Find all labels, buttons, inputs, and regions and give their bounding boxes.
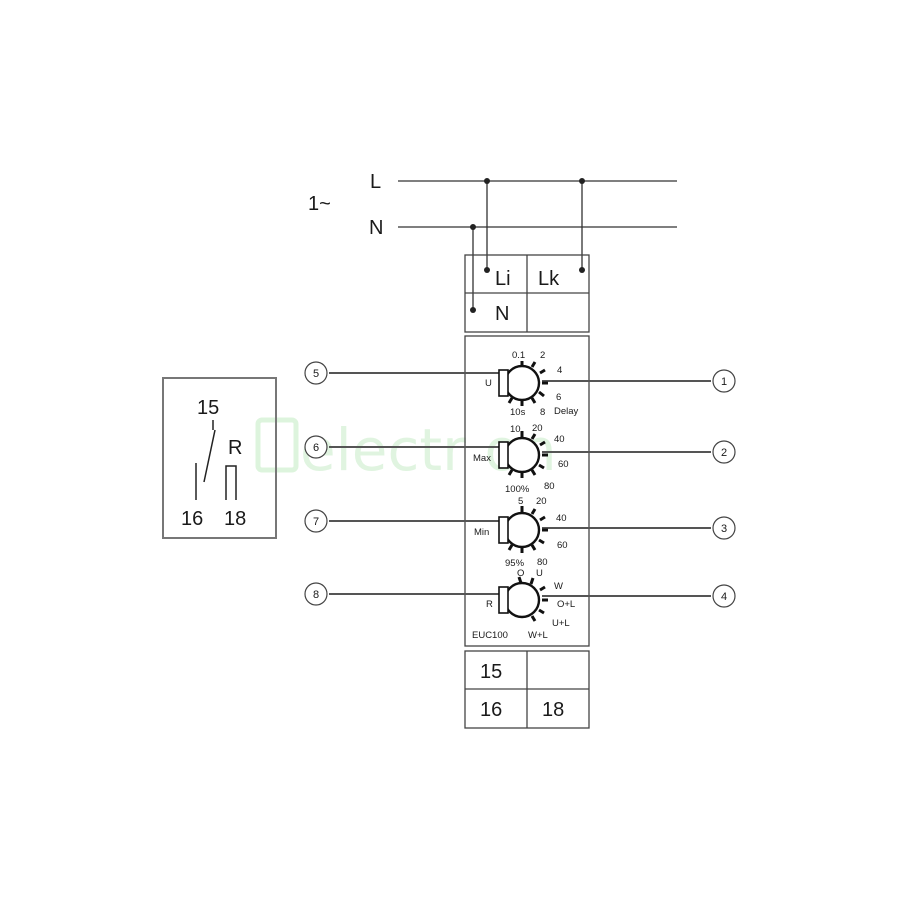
callout-3: 3 xyxy=(712,516,736,540)
knob-delay-2: 2 xyxy=(540,350,545,361)
junction-dots xyxy=(470,178,585,313)
relay-18: 18 xyxy=(224,508,246,530)
knob-max-10: 10 xyxy=(510,424,521,435)
knob-delay-10s: 10s xyxy=(510,407,526,418)
knob-min-80: 80 xyxy=(537,557,548,568)
knob-min-60: 60 xyxy=(557,540,568,551)
knob-delay[interactable] xyxy=(498,361,548,406)
relay-15: 15 xyxy=(197,397,219,419)
callouts: 5 6 7 8 1 2 3 4 xyxy=(304,361,736,608)
terminal-18: 18 xyxy=(542,699,564,721)
knob-mode-o: O xyxy=(517,568,524,579)
callout-8: 8 xyxy=(304,582,328,606)
terminal-n: N xyxy=(495,303,509,325)
callout-1: 1 xyxy=(712,369,736,393)
svg-text:8: 8 xyxy=(313,589,319,601)
svg-text:2: 2 xyxy=(721,447,727,459)
phase-label: 1~ xyxy=(308,193,331,215)
supply-lines xyxy=(398,180,677,310)
knob-delay-6: 6 xyxy=(556,392,561,403)
knob-mode-ol: O+L xyxy=(557,599,575,610)
knob-max[interactable] xyxy=(498,431,548,478)
callout-2: 2 xyxy=(712,440,736,464)
terminal-15: 15 xyxy=(480,661,502,683)
knob-max-40: 40 xyxy=(554,434,565,445)
knob-min-40: 40 xyxy=(556,513,567,524)
knob-max-100: 100% xyxy=(505,484,530,495)
knob-mode[interactable] xyxy=(498,576,548,622)
knob-delay-4: 4 xyxy=(557,365,562,376)
knob-min-side: Min xyxy=(474,527,489,538)
knob-min-ticks xyxy=(507,506,548,553)
front-panel xyxy=(464,335,590,647)
knob-max-ticks xyxy=(507,431,548,478)
svg-text:1: 1 xyxy=(721,376,727,388)
svg-text:5: 5 xyxy=(313,368,319,380)
knob-max-60: 60 xyxy=(558,459,569,470)
knob-min[interactable] xyxy=(498,506,548,553)
terminal-li: Li xyxy=(495,268,511,290)
knob-mode-wl: W+L xyxy=(528,630,548,641)
knob-max-side: Max xyxy=(473,453,491,464)
callout-6: 6 xyxy=(304,435,328,459)
relay-r-label: R xyxy=(228,437,242,459)
callout-leaders xyxy=(329,372,711,597)
callout-4: 4 xyxy=(712,584,736,608)
callout-7: 7 xyxy=(304,509,328,533)
knob-min-95: 95% xyxy=(505,558,525,569)
terminal-16: 16 xyxy=(480,699,502,721)
line-label: L xyxy=(370,171,381,193)
svg-text:3: 3 xyxy=(721,523,727,535)
terminal-lk: Lk xyxy=(538,268,560,290)
knob-max-20: 20 xyxy=(532,423,543,434)
knob-delay-side: U xyxy=(485,378,492,389)
neutral-label: N xyxy=(369,217,383,239)
knob-min-20: 20 xyxy=(536,496,547,507)
knob-delay-8: 8 xyxy=(540,407,545,418)
bottom-terminal-block xyxy=(464,650,590,729)
knob-mode-u: U xyxy=(536,568,543,579)
knob-min-5: 5 xyxy=(518,496,523,507)
knob-delay-ticks xyxy=(507,361,548,406)
knob-mode-ticks xyxy=(517,576,548,622)
knob-delay-0.1: 0.1 xyxy=(512,350,525,361)
svg-text:6: 6 xyxy=(313,442,319,454)
top-terminal-block xyxy=(464,254,590,333)
knob-delay-unit: Delay xyxy=(554,406,579,417)
knob-mode-ul: U+L xyxy=(552,618,570,629)
relay-16: 16 xyxy=(181,508,203,530)
callout-5: 5 xyxy=(304,361,328,385)
relay-symbol xyxy=(162,377,277,539)
svg-text:7: 7 xyxy=(313,516,319,528)
svg-text:4: 4 xyxy=(721,591,727,603)
knob-max-80: 80 xyxy=(544,481,555,492)
knob-mode-side: R xyxy=(486,599,493,610)
model-label: EUC100 xyxy=(472,630,508,641)
knob-mode-w: W xyxy=(554,581,563,592)
